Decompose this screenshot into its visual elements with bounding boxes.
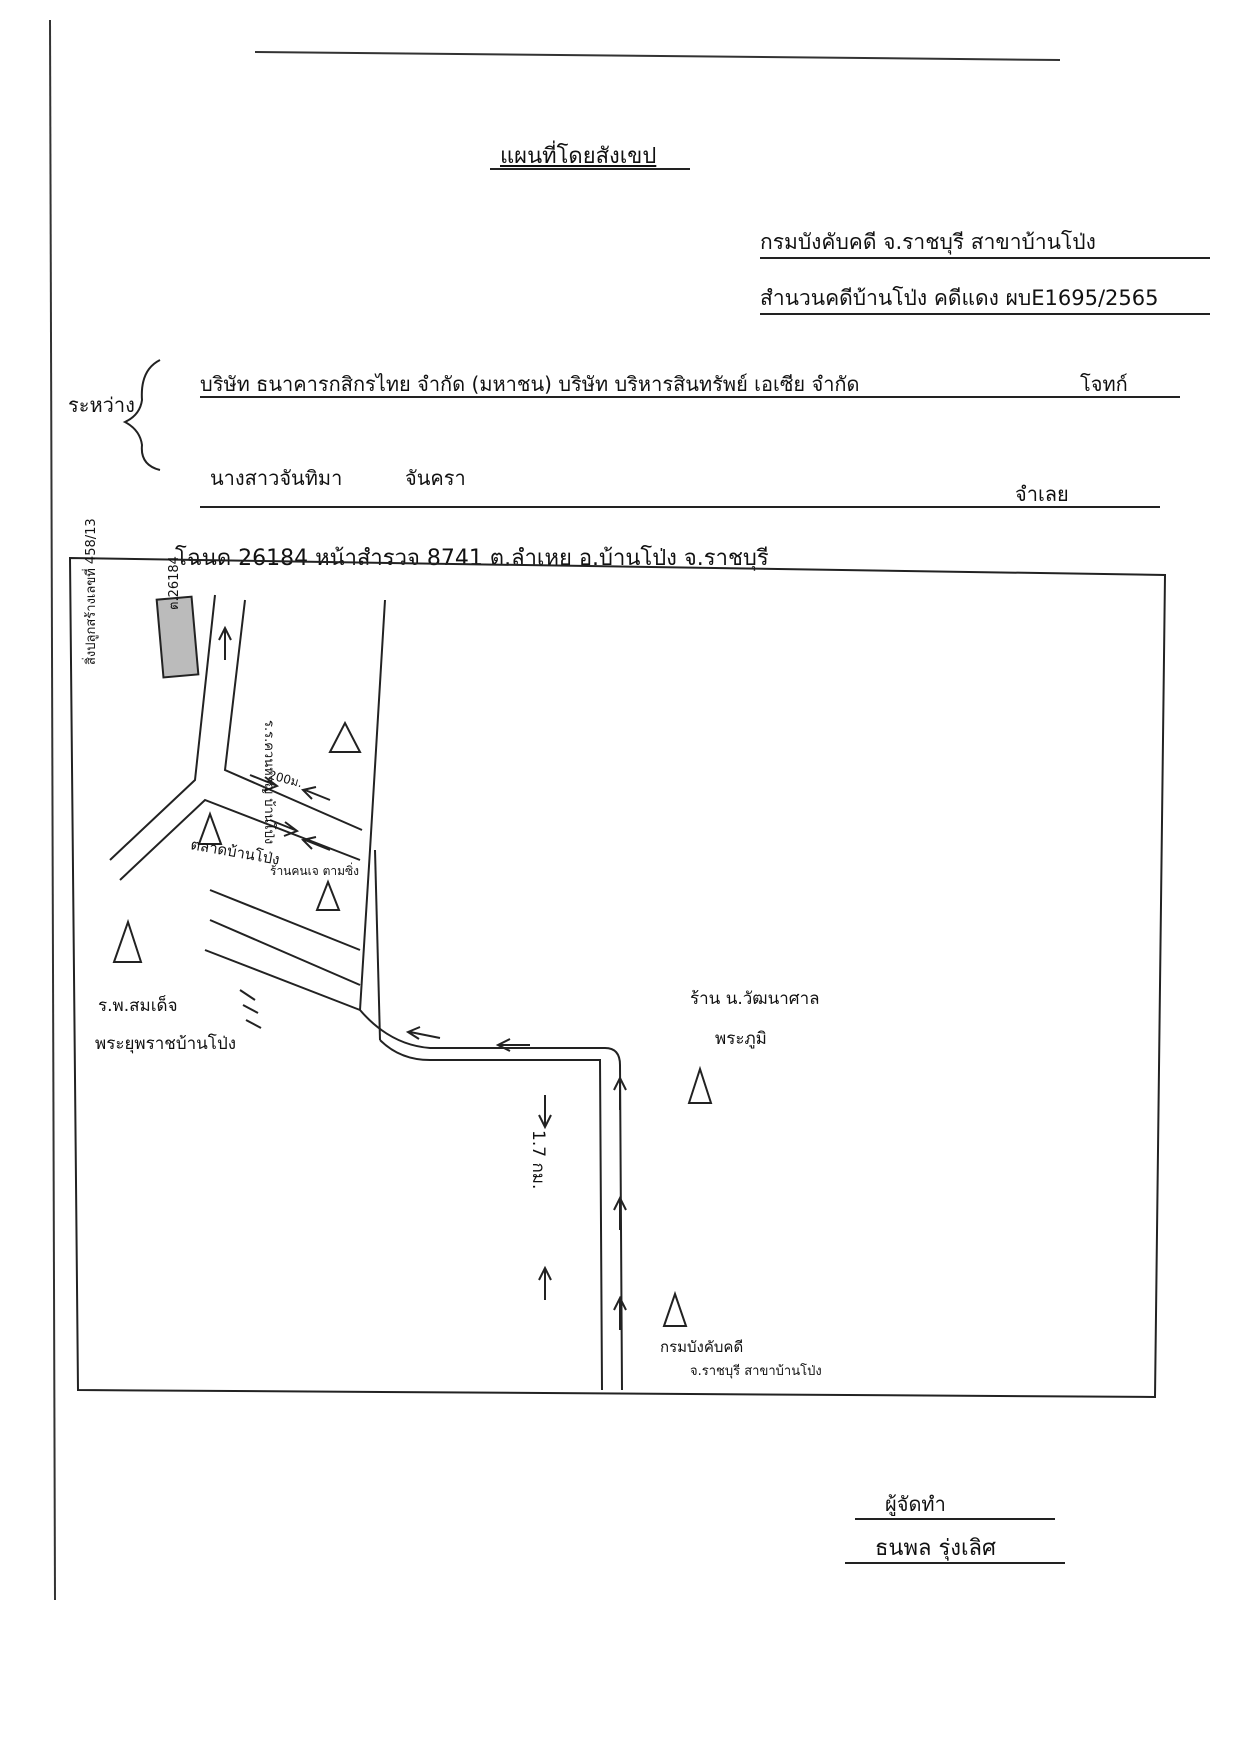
- arrows: [218, 625, 627, 1330]
- road-diag-c: [223, 599, 363, 831]
- defendant-line: [200, 506, 1160, 508]
- shop-right-sub-label: พระภูมิ: [715, 1029, 767, 1049]
- recipient-line: [760, 257, 1210, 259]
- parcel-label: ต.26184: [167, 556, 182, 610]
- plaintiff-line: [200, 396, 1180, 398]
- signature-name: ธนพล รุ่งเลิศ: [875, 1536, 996, 1561]
- plaintiff-text: บริษัท ธนาคารกสิกรไทย จำกัด (มหาชน) บริษ…: [200, 372, 860, 396]
- signature-name-line: [845, 1562, 1065, 1564]
- road-edge-a: [359, 1009, 623, 1391]
- temple-top-icon: [328, 720, 362, 753]
- title-underline: [490, 168, 690, 170]
- market-icon: [197, 811, 223, 845]
- road-diag-a: [109, 594, 216, 861]
- shop-right-icon: [687, 1065, 713, 1104]
- hatch: [239, 989, 262, 1029]
- signature-role-line: [855, 1518, 1055, 1520]
- hospital-label: ร.พ.สมเด็จ: [98, 996, 178, 1016]
- office-label: กรมบังคับคดี: [660, 1338, 744, 1356]
- shop-lane-label: ร้านคนเจ ตามซิ่ง: [270, 864, 360, 878]
- map-frame: [68, 556, 1167, 1399]
- defendant-surname: จันครา: [405, 466, 466, 490]
- office-icon: [662, 1290, 688, 1327]
- defendant-name: นางสาวจันทิมา: [210, 466, 343, 490]
- shop-right-label: ร้าน น.วัฒนาศาล: [690, 989, 820, 1009]
- road-diag-b: [119, 798, 361, 881]
- top-dash-line: [254, 51, 1061, 61]
- hospital-sub-label: พระยุพราชบ้านโป่ง: [95, 1034, 237, 1054]
- lane-1: [209, 889, 361, 951]
- signature-role: ผู้จัดทำ: [885, 1492, 946, 1516]
- office-sub-label: จ.ราชบุรี สาขาบ้านโป่ง: [690, 1364, 822, 1379]
- road-up-a: [359, 599, 386, 1011]
- plaintiff-role: โจทก์: [1080, 372, 1128, 396]
- house-no-label: สิ่งปลูกสร้างเลขที่ 458/13: [84, 518, 99, 665]
- parcel-box: [155, 595, 200, 679]
- lane-2: [209, 919, 361, 986]
- case-ref-text: สำนวนคดีบ้านโป่ง คดีแดง ผบE1695/2565: [760, 286, 1159, 310]
- hospital-icon: [112, 918, 143, 963]
- distance-road-label: 1.7 กม.: [528, 1130, 548, 1190]
- defendant-role: จำเลย: [1015, 482, 1069, 506]
- road-up-b: [374, 849, 381, 1041]
- case-ref-line: [760, 313, 1210, 315]
- brace: [122, 359, 161, 471]
- shop-lane-icon: [315, 879, 341, 911]
- lane-3: [204, 949, 361, 1011]
- road-edge-b: [379, 1039, 603, 1391]
- between-label: ระหว่าง: [68, 393, 135, 417]
- page-title: แผนที่โดยสังเขป: [500, 144, 657, 169]
- left-margin-line: [49, 19, 56, 1601]
- recipient-text: กรมบังคับคดี จ.ราชบุรี สาขาบ้านโป่ง: [760, 230, 1096, 254]
